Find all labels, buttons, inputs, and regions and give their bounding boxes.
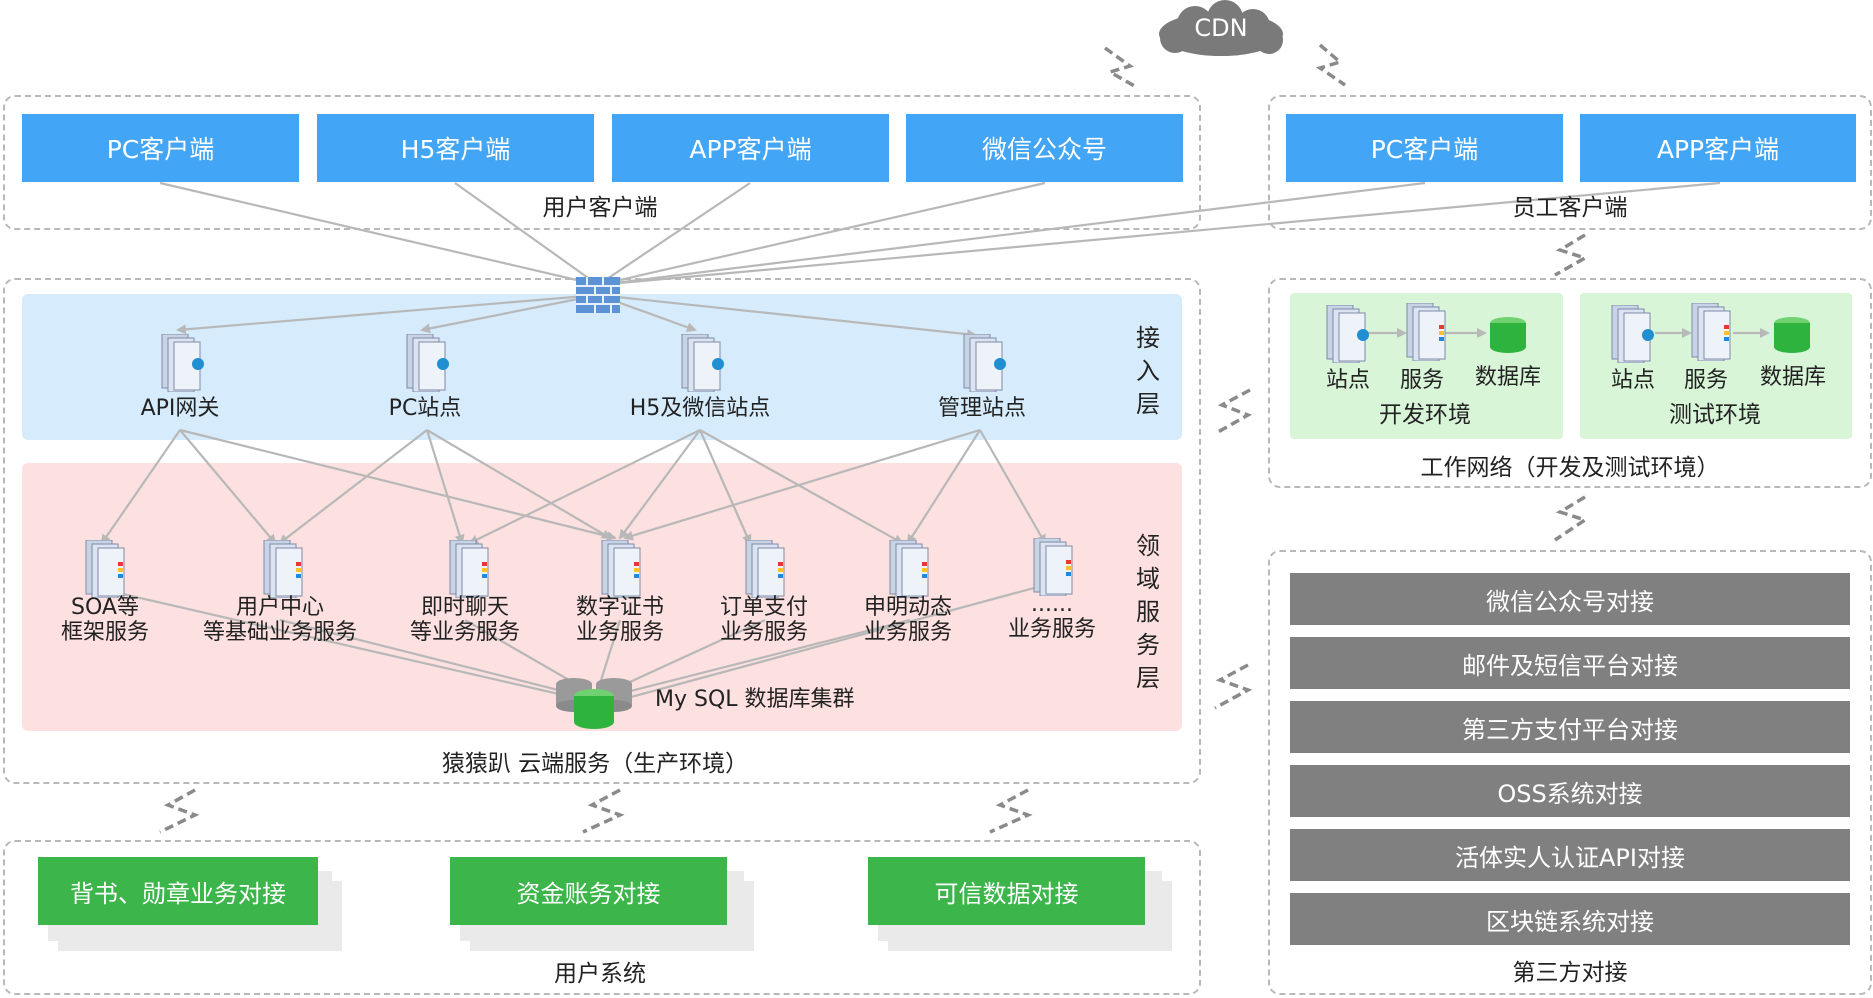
service-line2: 等基础业务服务 — [202, 620, 357, 645]
service-chat: 即时聊天 等业务服务 — [395, 595, 535, 645]
service-line1: 即时聊天 — [420, 595, 509, 620]
service-order-payment: 订单支付 业务服务 — [704, 595, 824, 645]
cdn-label: CDN — [1194, 14, 1248, 42]
dev-env-title: 开发环境 — [1379, 402, 1471, 428]
db-cluster-label: My SQL 数据库集群 — [655, 687, 855, 712]
test-db-label: 数据库 — [1759, 365, 1826, 390]
third-party-email-sms[interactable]: 邮件及短信平台对接 — [1290, 637, 1850, 689]
service-other: ...... 业务服务 — [992, 592, 1112, 642]
test-service-label: 服务 — [1683, 368, 1728, 393]
user-system-trusted-data[interactable]: 可信数据对接 — [868, 857, 1145, 925]
cdn-cloud: CDN — [1145, 0, 1297, 62]
cloud-icon — [1159, 0, 1283, 56]
user-h5-client-button[interactable]: H5客户端 — [317, 114, 594, 182]
server-app-icon — [1690, 302, 1736, 362]
database-icon — [1772, 315, 1812, 355]
service-line2: 等业务服务 — [409, 620, 520, 645]
dev-db-label: 数据库 — [1474, 365, 1541, 390]
third-party-title: 第三方对接 — [1512, 960, 1628, 986]
access-node-h5-wechat-site: H5及微信站点 — [629, 396, 771, 421]
service-line1: 用户中心 — [235, 595, 324, 620]
server-app-icon — [84, 539, 130, 599]
user-system-funds[interactable]: 资金账务对接 — [450, 857, 727, 925]
third-party-wechat[interactable]: 微信公众号对接 — [1290, 573, 1850, 625]
access-layer-label: 接入层 — [1136, 324, 1160, 418]
user-system-title: 用户系统 — [554, 961, 646, 987]
service-declaration-feed: 申明动态 业务服务 — [848, 595, 968, 645]
work-network-group — [1268, 278, 1872, 488]
user-system-endorsement[interactable]: 背书、勋章业务对接 — [38, 857, 318, 925]
service-line2: 业务服务 — [719, 620, 808, 645]
service-user-center: 用户中心 等基础业务服务 — [195, 595, 365, 645]
employee-pc-client-button[interactable]: PC客户端 — [1286, 114, 1563, 182]
service-line2: 框架服务 — [60, 620, 149, 645]
service-soa: SOA等 框架服务 — [40, 595, 170, 645]
service-line1: ...... — [1031, 592, 1073, 617]
service-line1: 订单支付 — [719, 595, 808, 620]
firewall-icon — [576, 277, 620, 313]
third-party-payment[interactable]: 第三方支付平台对接 — [1290, 701, 1850, 753]
domain-layer-label: 领域服务层 — [1136, 532, 1160, 692]
user-wechat-account-button[interactable]: 微信公众号 — [906, 114, 1183, 182]
third-party-liveness-api[interactable]: 活体实人认证API对接 — [1290, 829, 1850, 881]
database-icon — [1488, 315, 1528, 355]
server-web-icon — [405, 333, 451, 393]
user-client-title: 用户客户端 — [542, 195, 658, 221]
server-app-icon — [448, 539, 494, 599]
access-node-pc-site: PC站点 — [388, 396, 462, 421]
database-cluster-icon — [552, 676, 636, 730]
service-digital-cert: 数字证书 业务服务 — [560, 595, 680, 645]
server-web-icon — [1325, 304, 1371, 364]
server-app-icon — [600, 539, 646, 599]
user-app-client-button[interactable]: APP客户端 — [612, 114, 889, 182]
dev-service-label: 服务 — [1399, 368, 1444, 393]
dev-site-label: 站点 — [1325, 368, 1370, 393]
third-party-blockchain[interactable]: 区块链系统对接 — [1290, 893, 1850, 945]
employee-client-title: 员工客户端 — [1512, 195, 1628, 221]
work-network-title: 工作网络（开发及测试环境） — [1420, 455, 1720, 481]
employee-client-group — [1268, 95, 1872, 230]
service-line2: 业务服务 — [575, 620, 664, 645]
access-node-api-gateway: API网关 — [140, 396, 220, 421]
third-party-oss[interactable]: OSS系统对接 — [1290, 765, 1850, 817]
user-system-group — [3, 840, 1201, 995]
cloud-service-title: 猿猿趴 云端服务（生产环境） — [441, 751, 749, 777]
service-line2: 业务服务 — [863, 620, 952, 645]
service-line1: SOA等 — [71, 595, 139, 620]
user-pc-client-button[interactable]: PC客户端 — [22, 114, 299, 182]
access-node-admin-site: 管理站点 — [937, 396, 1026, 421]
third-party-group — [1268, 550, 1872, 995]
server-app-icon — [744, 539, 790, 599]
server-app-icon — [1405, 302, 1451, 362]
server-web-icon — [680, 333, 726, 393]
user-client-group — [3, 95, 1201, 230]
server-app-icon — [262, 539, 308, 599]
employee-app-client-button[interactable]: APP客户端 — [1580, 114, 1856, 182]
server-app-icon — [888, 539, 934, 599]
service-line1: 数字证书 — [575, 595, 664, 620]
server-web-icon — [1610, 304, 1656, 364]
service-line1: 申明动态 — [863, 595, 952, 620]
server-web-icon — [160, 333, 206, 393]
server-web-icon — [962, 333, 1008, 393]
service-line2: 业务服务 — [1007, 617, 1096, 642]
server-app-icon — [1032, 537, 1078, 597]
test-site-label: 站点 — [1610, 368, 1655, 393]
test-env-title: 测试环境 — [1669, 402, 1761, 428]
